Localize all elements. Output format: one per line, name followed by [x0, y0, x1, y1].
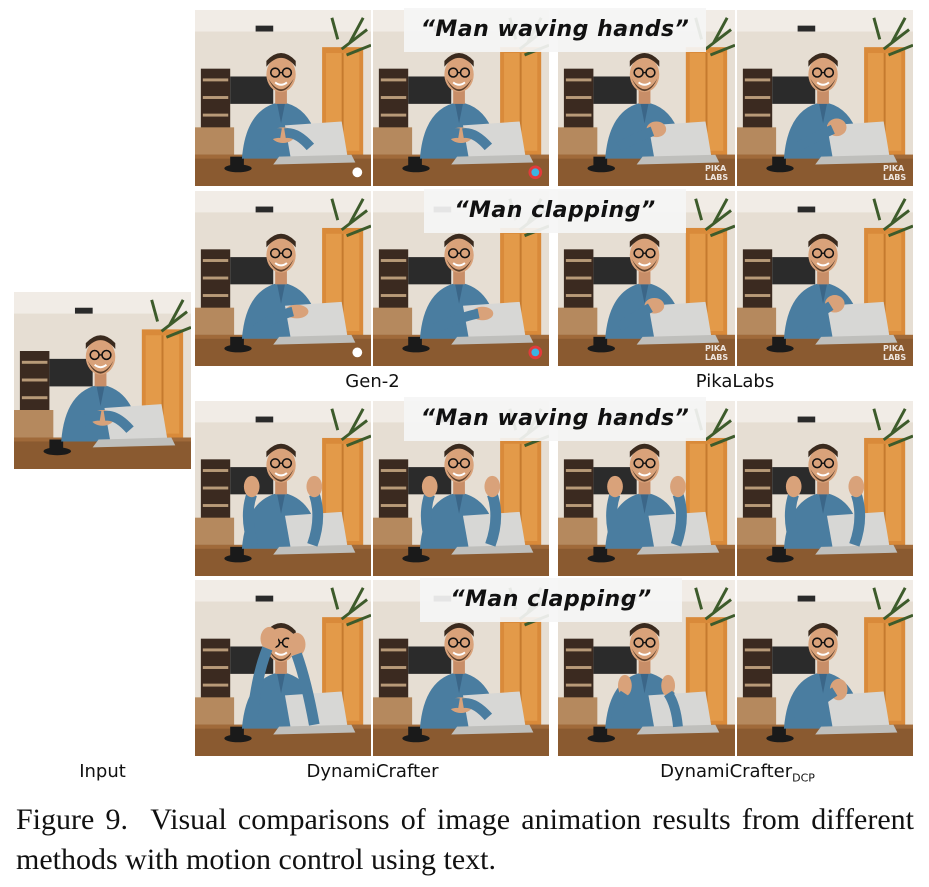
dcp-clapping-frame-2 [737, 580, 913, 756]
gen2-clapping-frame-1 [195, 191, 371, 366]
pika-clapping-frame-2: PIKA LABS [737, 191, 913, 366]
prompt-banner-waving-row1: “Man waving hands” [404, 8, 706, 52]
pika-watermark: PIKA LABS [883, 344, 907, 362]
label-dynamicrafter: DynamiCrafter [306, 761, 439, 782]
figure-caption-text: Visual comparisons of image animation re… [16, 803, 915, 876]
pika-watermark: PIKA LABS [705, 164, 729, 182]
dcp-waving-frame-2 [737, 401, 913, 576]
dynamicrafter-waving-frame-1 [195, 401, 371, 576]
pika-waving-frame-2: PIKA LABS [737, 10, 913, 186]
pika-watermark: PIKA LABS [705, 344, 729, 362]
label-dynamicrafter-dcp-main: DynamiCrafter [660, 761, 793, 782]
prompt-banner-clapping-row4: “Man clapping” [420, 578, 682, 622]
prompt-banner-clapping-row2: “Man clapping” [424, 189, 686, 233]
pika-watermark: PIKA LABS [883, 164, 907, 182]
prompt-banner-waving-row3: “Man waving hands” [404, 397, 706, 441]
label-dynamicrafter-dcp: DynamiCrafterDCP [630, 761, 845, 785]
dynamicrafter-clapping-frame-1 [195, 580, 371, 756]
label-pikalabs: PikaLabs [695, 371, 775, 392]
label-input: Input [79, 761, 126, 782]
label-gen2: Gen-2 [345, 371, 400, 392]
label-dynamicrafter-dcp-sub: DCP [792, 771, 815, 785]
input-image [14, 292, 191, 469]
figure-caption: Figure 9. Visual comparisons of image an… [16, 800, 914, 880]
gen2-waving-frame-1 [195, 10, 371, 186]
figure-number: Figure 9. [16, 803, 128, 836]
